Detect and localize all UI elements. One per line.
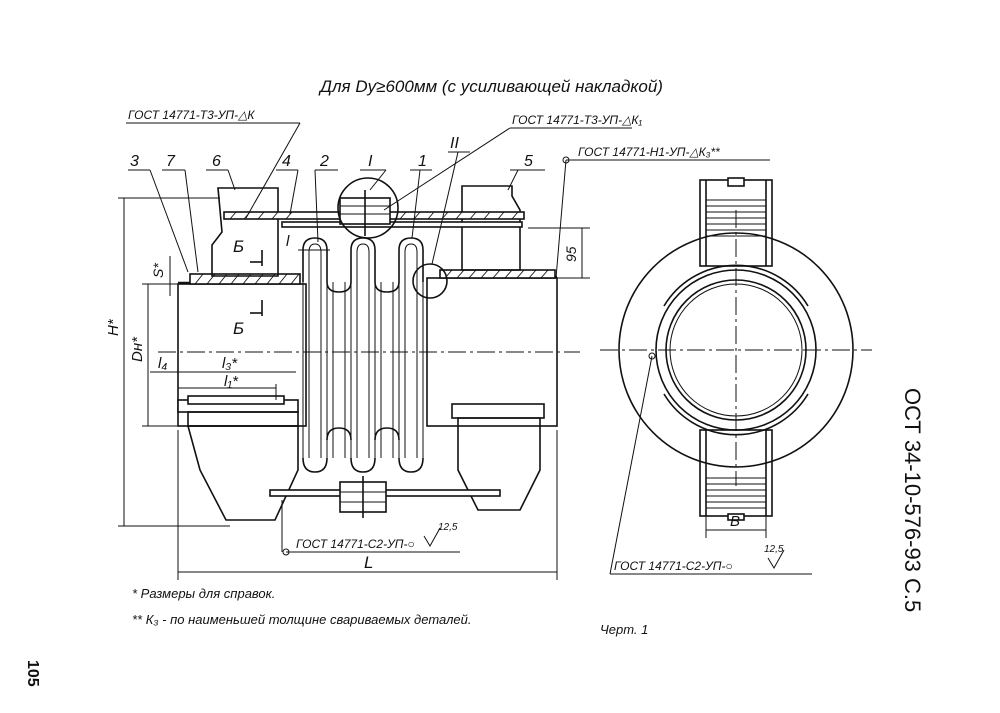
weld-label-bottom-mid: ГОСТ 14771-С2-УП-○: [296, 537, 415, 551]
pos-3: 3: [130, 153, 139, 170]
dim-B: B: [730, 513, 740, 530]
pos-2: 2: [319, 153, 329, 170]
pos-7: 7: [166, 153, 176, 170]
drawing-title: Для Dy≥600мм (с усиливающей накладкой): [318, 77, 663, 96]
bracket-left-top: [211, 187, 279, 277]
dim-H: H*: [105, 318, 122, 336]
side-view: B ГОСТ 14771-С2-УП-○ 12,5: [600, 177, 872, 575]
standard-number: ОСТ 34-10-576-93 С.5: [900, 388, 925, 612]
dim-l3: l₃*: [222, 355, 238, 372]
weld-label-top-mid: ГОСТ 14771-Т3-УП-△К₁: [512, 113, 642, 127]
roughness-mark-right: [767, 549, 785, 569]
weld-label-top-left: ГОСТ 14771-Т3-УП-△К: [128, 108, 255, 122]
leader-lines: [126, 122, 770, 553]
dimension-lines: [118, 197, 590, 580]
pos-1: 1: [418, 153, 427, 170]
section-mark-top: Б: [233, 237, 244, 256]
bracket-right-bottom: [457, 417, 541, 511]
detail-mark-II: II: [450, 135, 459, 152]
detail-mark-I: I: [368, 153, 373, 170]
section-mark-bottom: Б: [233, 319, 244, 338]
reinforcing-overlay-left: [189, 273, 301, 285]
front-view: Б Б: [158, 177, 580, 552]
pos-5: 5: [524, 153, 533, 170]
roughness-mark-mid: [423, 527, 441, 547]
detail-circle-II: [412, 263, 448, 299]
page-number: 105: [24, 660, 41, 687]
bracket-right-top: [461, 185, 521, 271]
pos-4: 4: [282, 153, 291, 170]
roughness-bottom-mid: 12,5: [438, 522, 458, 533]
reinforcing-overlay-right: [439, 269, 556, 279]
bellows: [302, 237, 424, 473]
tie-plate-lower: [281, 221, 523, 228]
lower-plate-right: [451, 403, 545, 419]
note-1: * Размеры для справок.: [132, 586, 275, 601]
pos-6: 6: [212, 153, 221, 170]
weld-label-bottom-right: ГОСТ 14771-С2-УП-○: [614, 559, 733, 573]
dim-l: l: [286, 233, 290, 250]
dim-S: S*: [150, 263, 166, 278]
dim-l4: l₄: [158, 355, 167, 372]
figure-label: Черт. 1: [600, 622, 648, 637]
dim-L: L: [364, 553, 373, 572]
dim-95: 95: [563, 246, 579, 262]
weld-label-top-right: ГОСТ 14771-Н1-УП-△К₃**: [578, 145, 720, 159]
note-2: ** К₃ - по наименьшей толщине свариваемы…: [132, 612, 472, 627]
roughness-bottom-right: 12,5: [764, 544, 784, 555]
dim-l1: l₁*: [224, 373, 239, 390]
dim-Dn: Dн*: [129, 336, 146, 362]
